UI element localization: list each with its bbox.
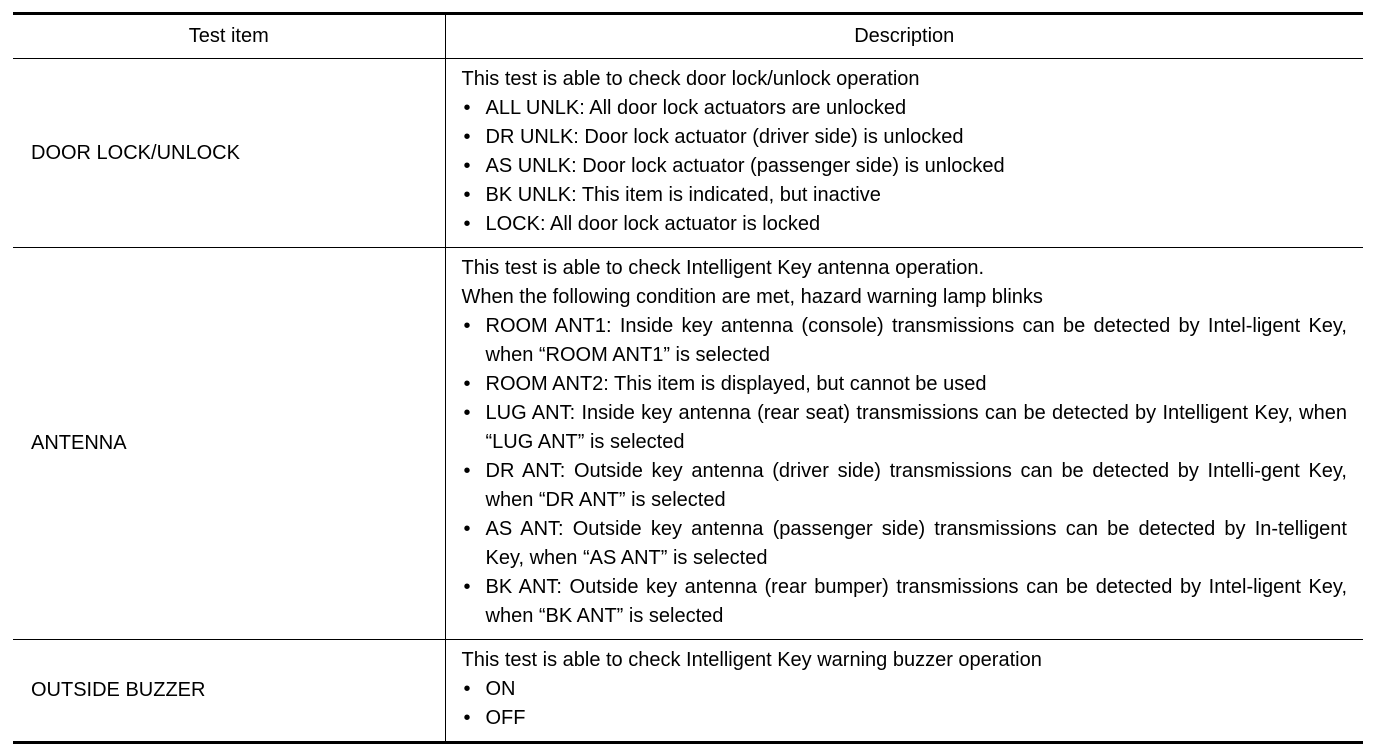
description-line: This test is able to check Intelligent K… (461, 649, 1042, 671)
bullet-item: •ROOM ANT1: Inside key antenna (console)… (463, 315, 1348, 366)
description-bullet-list: •ON •OFF (462, 675, 1348, 733)
bullet-item: •DR ANT: Outside key antenna (driver sid… (463, 460, 1348, 511)
bullet-text: ROOM ANT2: This item is displayed, but c… (485, 373, 987, 395)
test-item-cell: DOOR LOCK/UNLOCK (13, 58, 446, 248)
table-row-antenna: ANTENNA This test is able to check Intel… (13, 247, 1363, 640)
bullet-item: •BK UNLK: This item is indicated, but in… (463, 184, 881, 206)
bullet-text: DR UNLK: Door lock actuator (driver side… (485, 126, 964, 148)
bullet-item: •LOCK: All door lock actuator is locked (463, 213, 821, 235)
bullet-text: ALL UNLK: All door lock actuators are un… (485, 97, 907, 119)
header-test-item: Test item (13, 12, 446, 59)
test-item-cell: OUTSIDE BUZZER (13, 639, 446, 744)
bullet-item: •OFF (463, 707, 526, 729)
bullet-item: •ON (463, 678, 516, 700)
description-bullet-list: •ROOM ANT1: Inside key antenna (console)… (462, 312, 1348, 631)
bullet-text: OFF (485, 707, 526, 729)
bullet-item: •BK ANT: Outside key antenna (rear bumpe… (463, 576, 1348, 627)
bullet-item: •AS ANT: Outside key antenna (passenger … (463, 518, 1348, 569)
bullet-text: LUG ANT: Inside key antenna (rear seat) … (485, 402, 1348, 453)
description-cell: This test is able to check Intelligent K… (445, 247, 1363, 640)
bullet-item: •AS UNLK: Door lock actuator (passenger … (463, 155, 1005, 177)
bullet-item: •DR UNLK: Door lock actuator (driver sid… (463, 126, 964, 148)
bullet-item: •LUG ANT: Inside key antenna (rear seat)… (463, 402, 1348, 453)
header-description: Description (445, 12, 1363, 59)
description-line: This test is able to check Intelligent K… (461, 257, 985, 279)
bullet-text: ROOM ANT1: Inside key antenna (console) … (485, 315, 1348, 366)
bullet-text: LOCK: All door lock actuator is locked (485, 213, 821, 235)
test-item-cell: ANTENNA (13, 247, 446, 640)
bullet-text: DR ANT: Outside key antenna (driver side… (485, 460, 1348, 511)
bullet-text: ON (485, 678, 516, 700)
description-cell: This test is able to check Intelligent K… (445, 639, 1363, 744)
header-row: Test item Description (13, 12, 1363, 59)
test-item-table: Test item Description DOOR LOCK/UNLOCK T… (13, 12, 1363, 744)
description-cell: This test is able to check door lock/unl… (445, 58, 1363, 248)
bullet-item: •ALL UNLK: All door lock actuators are u… (463, 97, 907, 119)
bullet-text: BK ANT: Outside key antenna (rear bumper… (485, 576, 1348, 627)
description-bullet-list: •ALL UNLK: All door lock actuators are u… (462, 94, 1348, 239)
description-line: This test is able to check door lock/unl… (461, 68, 920, 90)
bullet-text: AS UNLK: Door lock actuator (passenger s… (485, 155, 1005, 177)
description-line: When the following condition are met, ha… (461, 286, 1043, 308)
table-row-door-lock-unlock: DOOR LOCK/UNLOCK This test is able to ch… (13, 58, 1363, 248)
bullet-text: BK UNLK: This item is indicated, but ina… (485, 184, 881, 206)
bullet-text: AS ANT: Outside key antenna (passenger s… (485, 518, 1348, 569)
bullet-item: •ROOM ANT2: This item is displayed, but … (463, 373, 987, 395)
table-row-outside-buzzer: OUTSIDE BUZZER This test is able to chec… (13, 639, 1363, 744)
